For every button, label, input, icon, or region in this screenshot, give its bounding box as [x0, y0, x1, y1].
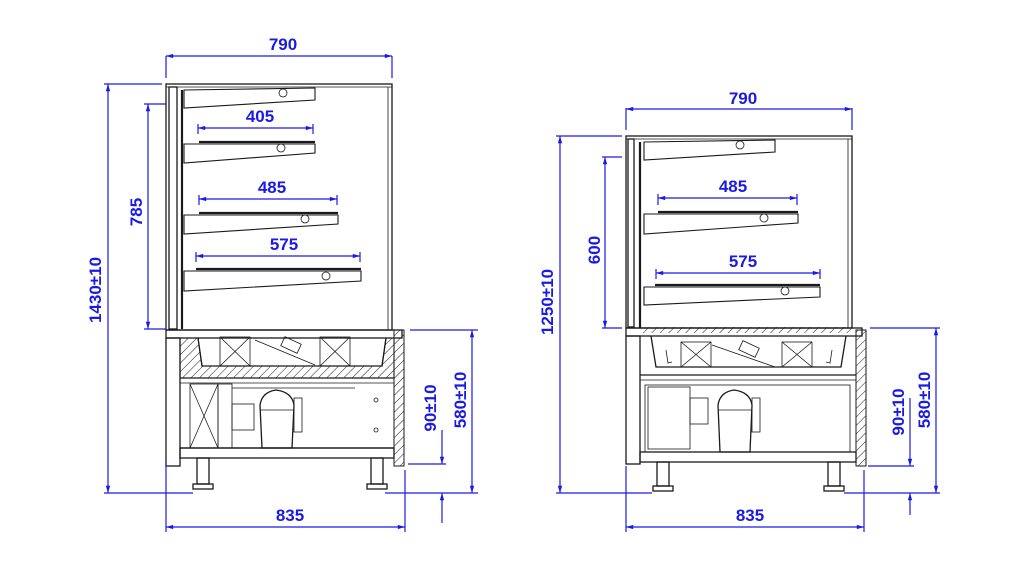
dim-shelf-1-left: 405 — [197, 107, 314, 134]
drawing-short-case: 790 485 — [538, 89, 940, 532]
label-total-height: 1430±10 — [86, 257, 105, 323]
label-base-width: 835 — [736, 506, 764, 525]
dim-shelf-2-left: 485 — [198, 178, 338, 205]
dim-total-height-right: 1250±10 — [538, 135, 652, 494]
compressor-icon — [717, 389, 753, 453]
dim-foot-height-right: 90±10 — [868, 388, 914, 515]
dim-display-height-right: 600 — [585, 156, 622, 329]
label-shelf-1: 405 — [246, 107, 274, 126]
dim-base-width-left: 835 — [165, 462, 406, 532]
shelf-1-right — [643, 210, 799, 235]
drawing-tall-case: 790 — [86, 35, 478, 532]
label-shelf-2: 485 — [258, 178, 286, 197]
dim-shelf-2-right: 575 — [655, 252, 821, 279]
label-base-width: 835 — [276, 506, 304, 525]
base-well-left — [165, 329, 405, 467]
dim-display-height-left: 785 — [127, 103, 166, 330]
label-shelf-3: 575 — [270, 235, 298, 254]
label-shelf-2: 575 — [729, 252, 757, 271]
shelf-top-right — [643, 139, 776, 161]
label-top-width: 790 — [729, 89, 757, 108]
dim-shelf-1-right: 485 — [657, 177, 798, 205]
machine-compartment-right — [639, 384, 857, 463]
dim-top-width-left: 790 — [165, 35, 393, 78]
label-display-height: 600 — [585, 236, 604, 264]
dim-base-width-right: 835 — [625, 466, 865, 532]
shelf-top-left — [183, 87, 316, 109]
shelf-1-left — [183, 140, 316, 164]
dim-base-height-right: 580±10 — [844, 327, 940, 494]
label-total-height: 1250±10 — [538, 269, 557, 335]
label-display-height: 785 — [127, 198, 146, 226]
shelf-2-right — [643, 283, 821, 306]
machine-compartment-left — [179, 377, 395, 459]
dim-shelf-3-left: 575 — [195, 235, 361, 262]
feet-left — [192, 457, 388, 490]
label-foot-height: 90±10 — [421, 384, 440, 431]
dim-base-height-left: 580±10 — [385, 329, 478, 494]
feet-right — [652, 461, 845, 492]
shelf-2-left — [183, 211, 339, 235]
base-well-right — [625, 327, 867, 467]
dim-foot-height-left: 90±10 — [408, 384, 446, 523]
label-top-width: 790 — [269, 35, 297, 54]
label-shelf-1: 485 — [719, 177, 747, 196]
dim-top-width-right: 790 — [625, 89, 853, 130]
dim-total-height-left: 1430±10 — [86, 83, 193, 494]
label-foot-height: 90±10 — [889, 388, 908, 435]
compressor-icon — [259, 389, 295, 449]
shelf-3-left — [183, 267, 362, 292]
label-base-height: 580±10 — [915, 372, 934, 429]
label-base-height: 580±10 — [451, 372, 470, 429]
